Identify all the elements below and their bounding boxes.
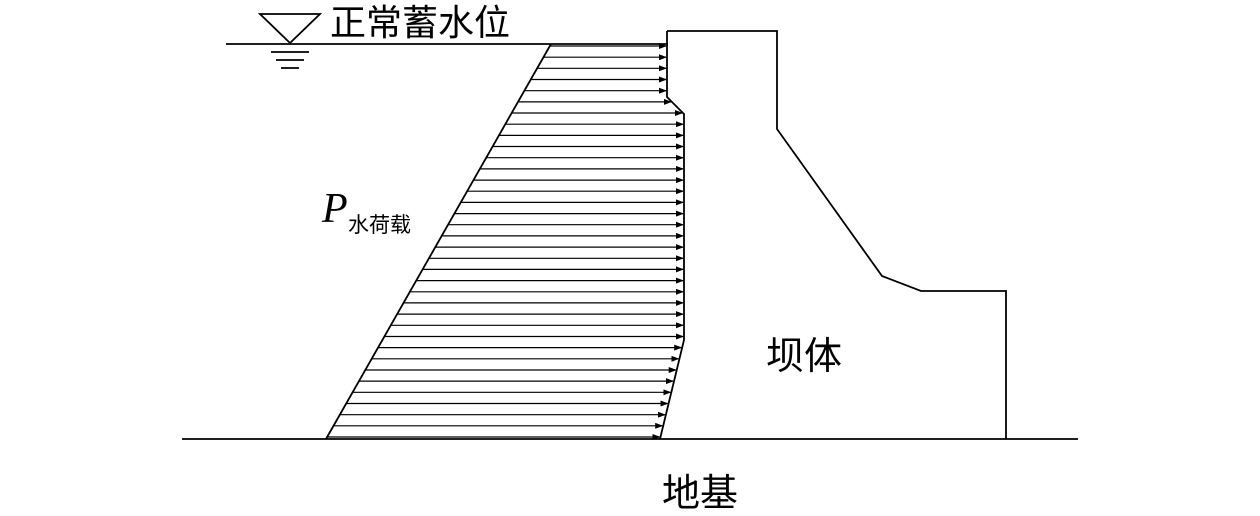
water-level-marker-icon [257, 13, 323, 69]
load-symbol: P [321, 186, 348, 232]
foundation-label: 地基 [662, 471, 738, 515]
load-distribution-slope [325, 43, 552, 440]
water-load-arrows [327, 43, 684, 440]
water-level-label: 正常蓄水位 [330, 3, 510, 44]
dam-body-outline [659, 30, 1007, 440]
dam-body-label: 坝体 [766, 334, 842, 378]
load-subscript: 水荷载 [348, 213, 411, 237]
water-load-label: P 水荷载 [321, 186, 411, 237]
